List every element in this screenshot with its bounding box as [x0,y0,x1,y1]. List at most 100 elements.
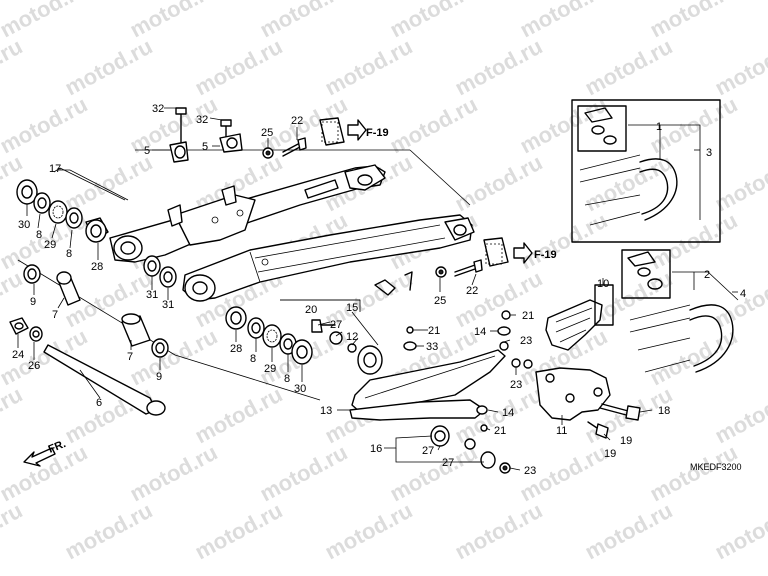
watermark-text: motod.ru [711,382,768,449]
callout-labels: 32 32 5 5 25 22 F-19 17 30 8 29 8 28 1 3… [12,103,746,477]
callout-31: 31 [162,299,174,311]
f19-block-right[interactable] [483,237,533,267]
callout-1: 1 [656,121,662,133]
callout-15: 15 [346,302,358,314]
watermark-text: motod.ru [126,440,222,507]
callout-31: 31 [146,289,158,301]
callout-32: 32 [196,114,208,126]
chain-guide[interactable] [535,367,611,421]
callout-30: 30 [18,219,30,231]
watermark-text: motod.ru [451,150,547,217]
callout-28: 28 [91,261,103,273]
callout-2: 2 [704,269,710,281]
diagram-code: MKEDF3200 [690,462,742,472]
callout-29: 29 [44,239,56,251]
callout-27: 27 [442,457,454,469]
watermark-text: motod.ru [646,324,742,391]
watermark-text: motod.ru [321,498,417,565]
callout-27: 27 [422,445,434,457]
callout-10: 10 [597,278,609,290]
watermark-text: motod.ru [711,34,768,101]
callout-23: 23 [520,335,532,347]
callout-25: 25 [261,127,273,139]
watermark-text: motod.ru [581,34,677,101]
callout-8: 8 [250,353,256,365]
callout-16: 16 [370,443,382,455]
watermark-text: motod.ru [61,498,157,565]
callout-17: 17 [49,163,61,175]
pivot-bearings-31[interactable] [143,255,177,288]
chain-adjuster-bolts[interactable] [169,107,243,163]
watermark-text: motod.ru [0,34,27,101]
chain-guide-slider[interactable] [545,284,614,351]
small-fasteners[interactable] [403,310,533,432]
chain-guide-bolts[interactable] [587,403,641,439]
callout-28: 28 [230,343,242,355]
callout-5: 5 [202,141,208,153]
ref-f19-right: F-19 [534,249,557,261]
callout-19: 19 [620,435,632,447]
watermark-text: motod.ru [0,440,92,507]
callout-26: 26 [28,360,40,372]
watermark-text: motod.ru [646,440,742,507]
watermark-text: motod.ru [0,382,27,449]
ref-f19-top: F-19 [366,127,389,139]
callout-22: 22 [466,285,478,297]
callout-20: 20 [305,304,317,316]
callout-13: 13 [320,405,332,417]
watermark-text: motod.ru [0,92,92,159]
watermark-text: motod.ru [321,34,417,101]
watermark-text: motod.ru [516,208,612,275]
front-direction-arrow [23,447,56,467]
callout-23: 23 [524,465,536,477]
watermark-text: motod.ru [191,382,287,449]
callout-30: 30 [294,383,306,395]
callout-27: 27 [330,319,342,331]
callout-32: 32 [152,103,164,115]
callout-14: 14 [502,407,514,419]
callout-3: 3 [706,147,712,159]
watermark-text: motod.ru [711,150,768,217]
callout-21: 21 [522,310,534,322]
callout-9: 9 [156,371,162,383]
callout-8: 8 [36,229,42,241]
chain-links-upper [639,158,678,221]
watermark-text: motod.ru [191,34,287,101]
chain-roller-upper[interactable] [311,319,383,375]
callout-25: 25 [434,295,446,307]
callout-29: 29 [264,363,276,375]
watermark-text: motod.ru [646,208,742,275]
pivot-collars-spacers[interactable] [9,264,169,358]
watermark-text: motod.ru [711,498,768,565]
callout-11: 11 [556,425,567,437]
left-pivot-bearing-stack[interactable] [16,179,109,243]
callout-21: 21 [494,425,506,437]
callout-23: 23 [510,379,522,391]
drive-chain-lower[interactable] [621,249,734,373]
f19-block-top[interactable] [319,117,367,146]
watermark-text: motod.ru [191,498,287,565]
watermark-text: motod.ru [581,498,677,565]
callout-18: 18 [658,405,670,417]
axle-nut-bolt-right[interactable] [435,259,483,278]
watermark-text: motod.ru [256,440,352,507]
callout-8: 8 [66,248,72,260]
callout-7: 7 [127,351,133,363]
swingarm[interactable] [109,164,475,302]
right-pivot-bearing-stack[interactable] [225,306,313,365]
callout-22: 22 [291,115,303,127]
watermark-text: motod.ru [451,34,547,101]
watermark-text: motod.ru [61,34,157,101]
chain-roller-assembly[interactable] [430,425,511,474]
swingarm-chain-slider[interactable] [349,349,506,421]
callout-4: 4 [740,288,746,300]
pivot-shaft[interactable] [43,344,166,416]
callout-9: 9 [30,296,36,308]
drive-chain-upper[interactable] [571,99,721,243]
watermark-text: motod.ru [516,92,612,159]
callout-14: 14 [474,326,486,338]
callout-33: 33 [426,341,438,353]
chain-links-lower [689,304,734,373]
